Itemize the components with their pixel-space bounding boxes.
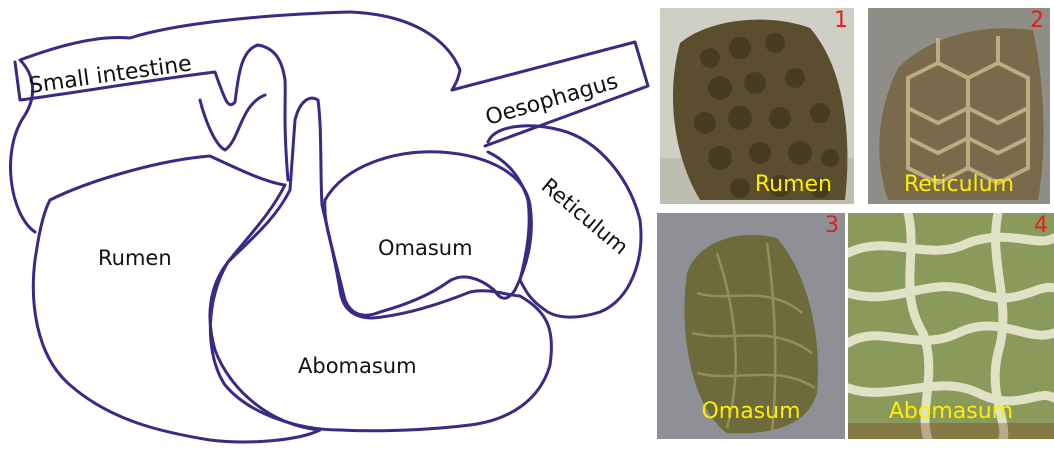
photo-number: 3 [825,215,839,237]
photo-number: 4 [1034,215,1048,237]
photo-number: 2 [1030,10,1044,32]
reticulum-outline [488,126,641,317]
photo-abomasum: 4 Abomasum [848,213,1054,439]
label-small-intestine: Small intestine [27,51,193,99]
label-omasum: Omasum [378,236,473,260]
photo-rumen: 1 Rumen [660,8,854,204]
photo-reticulum: 2 Reticulum [868,8,1050,204]
label-rumen: Rumen [98,246,172,270]
photo-caption: Abomasum [848,401,1054,423]
label-abomasum: Abomasum [298,354,417,378]
photo-caption: Rumen [755,174,832,196]
photo-number: 1 [834,10,848,32]
abomasum-outline [210,98,551,431]
omasum-outline [325,152,532,315]
photo-caption: Reticulum [868,174,1050,196]
photo-omasum: 3 Omasum [657,213,845,439]
small-intestine-inner [285,80,288,180]
stomach-diagram: Small intestine Oesophagus Reticulum Rum… [0,0,660,451]
rumen-outline [33,156,320,442]
rumen-dorsal-outline [11,12,460,232]
photo-caption: Omasum [657,401,845,423]
label-reticulum: Reticulum [537,173,633,259]
